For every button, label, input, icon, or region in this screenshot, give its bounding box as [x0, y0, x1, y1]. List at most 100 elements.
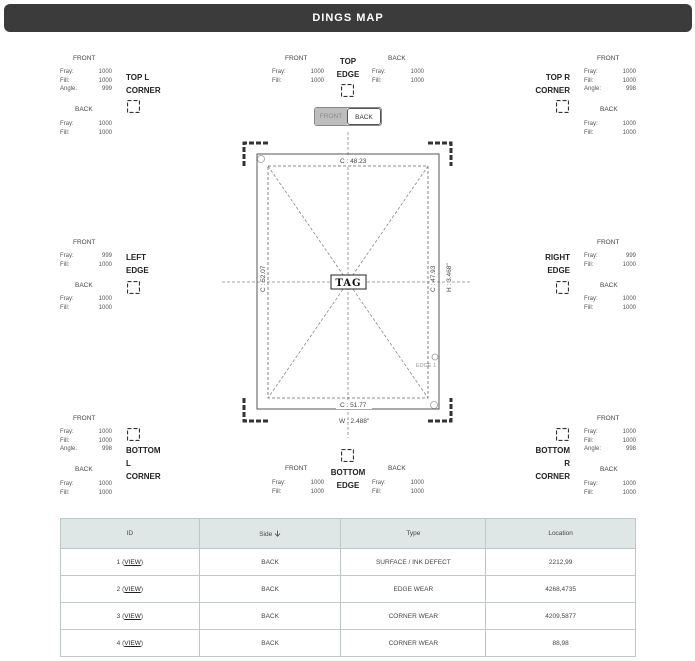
fray-value: 1000	[622, 121, 636, 127]
left-edge-back-stats: Fray:1000 Fill:1000	[60, 295, 112, 312]
fray-label: Fray:	[60, 296, 74, 302]
type-cell: CORNER WEAR	[340, 629, 487, 657]
fill-value: 1000	[622, 437, 636, 444]
ding-marker[interactable]	[257, 155, 265, 163]
type-cell: EDGE WEAR	[340, 575, 487, 603]
fray-label: Fray:	[584, 296, 598, 302]
title-line: TOP L	[126, 73, 150, 82]
fray-label: Fray:	[60, 69, 74, 75]
title-line: R	[564, 459, 570, 468]
fray-label: Fray:	[60, 481, 74, 487]
right-edge-back-label: BACK	[600, 282, 618, 289]
fray-label: Fray:	[584, 481, 598, 487]
toggle-front-option[interactable]: FRONT	[315, 108, 347, 125]
top-l-corner-region-icon[interactable]	[127, 100, 140, 113]
row-id: 1	[116, 558, 121, 566]
side-toggle[interactable]: FRONT BACK	[314, 107, 382, 126]
right-edge-region-icon[interactable]	[556, 281, 569, 294]
top-r-front-label: FRONT	[597, 55, 620, 62]
view-link[interactable]: VIEW	[124, 585, 141, 593]
title-line: EDGE	[336, 70, 360, 79]
bottom-r-corner-region-icon[interactable]	[556, 428, 569, 441]
bottom-l-corner-region-icon[interactable]	[127, 428, 140, 441]
table-row: 2 (VIEW) BACK EDGE WEAR 4268,4735	[60, 575, 636, 603]
right-edge-front-stats: Fray:999 Fill:1000	[584, 252, 636, 269]
top-edge-title: TOP EDGE	[330, 55, 366, 81]
arrow-down-icon[interactable]	[274, 530, 281, 538]
view-link[interactable]: VIEW	[124, 639, 141, 647]
angle-label: Angle:	[60, 446, 78, 452]
angle-value: 998	[625, 86, 636, 92]
top-edge-front-label: FRONT	[285, 55, 308, 62]
left-edge-front-stats: Fray: 999 Fill: 1000	[60, 252, 112, 269]
bottom-edge-region-icon[interactable]	[341, 449, 354, 462]
fill-label: Fill:	[372, 77, 382, 84]
fray-value: 1000	[622, 296, 636, 302]
title-line: TOP R	[545, 73, 570, 82]
top-l-front-stats: Fray:1000 Fill:1000 Angle:999	[60, 68, 112, 94]
fill-value: 1000	[622, 489, 636, 496]
page-title: DINGS MAP	[4, 4, 692, 32]
angle-label: Angle:	[584, 446, 602, 452]
top-l-front-label: FRONT	[73, 55, 96, 62]
left-edge-region-icon[interactable]	[127, 281, 140, 294]
fray-value: 999	[101, 253, 112, 259]
fray-value: 1000	[410, 69, 424, 75]
fray-label: Fray:	[60, 253, 74, 259]
top-edge-region-icon[interactable]	[341, 84, 354, 97]
id-cell: 1 (VIEW)	[60, 548, 200, 576]
view-link[interactable]: VIEW	[124, 612, 141, 620]
fray-label: Fray:	[372, 69, 386, 75]
left-edge-title: LEFT EDGE	[126, 251, 149, 277]
ding-marker[interactable]	[431, 353, 439, 361]
top-r-front-stats: Fray:1000 Fill:1000 Angle:998	[584, 68, 636, 94]
fill-value: 1000	[310, 488, 324, 495]
toggle-back-option[interactable]: BACK	[347, 108, 381, 125]
bottom-r-back-label: BACK	[600, 466, 618, 473]
title-line: EDGE	[126, 266, 149, 275]
dings-table: ID Side Type Location 1 (VIEW) BACK SURF…	[60, 518, 636, 657]
bottom-edge-back-stats: Fray:1000 Fill:1000	[372, 479, 424, 496]
card-height: H : 3.468"	[446, 263, 453, 292]
row-id: 4	[116, 639, 121, 647]
card-width: W : 2.488"	[339, 418, 370, 425]
fill-label: Fill:	[584, 77, 594, 84]
fray-value: 1000	[410, 480, 424, 486]
bottom-l-front-label: FRONT	[73, 415, 96, 422]
angle-label: Angle:	[584, 86, 602, 92]
fill-label: Fill:	[272, 77, 282, 84]
fray-value: 1000	[98, 69, 112, 75]
top-r-back-stats: Fray:1000 Fill:1000	[584, 120, 636, 137]
row-id: 3	[116, 612, 121, 620]
fill-label: Fill:	[584, 489, 594, 496]
corner-bracket-bottom-left	[242, 398, 268, 423]
col-header-side[interactable]: Side	[198, 518, 342, 549]
top-r-corner-region-icon[interactable]	[556, 100, 569, 113]
fill-label: Fill:	[584, 304, 594, 311]
title-line: BOTTOM	[126, 446, 161, 455]
fill-value: 1000	[98, 261, 112, 268]
fill-label: Fill:	[60, 304, 70, 311]
fray-value: 1000	[98, 121, 112, 127]
title-line: TOP	[339, 57, 357, 66]
fill-value: 1000	[622, 261, 636, 268]
col-header-type: Type	[340, 518, 487, 549]
top-l-back-stats: Fray:1000 Fill:1000	[60, 120, 112, 137]
fill-value: 1000	[98, 129, 112, 136]
location-cell: 88,98	[485, 629, 636, 657]
location-cell: 2212,99	[485, 548, 636, 576]
view-link[interactable]: VIEW	[124, 558, 141, 566]
fill-value: 1000	[622, 77, 636, 84]
fill-label: Fill:	[60, 261, 70, 268]
label-bg	[336, 400, 372, 409]
bottom-edge-back-label: BACK	[388, 465, 406, 472]
ding-marker[interactable]	[430, 401, 438, 409]
right-edge-back-stats: Fray:1000 Fill:1000	[584, 295, 636, 312]
fray-label: Fray:	[584, 69, 598, 75]
top-edge-back-label: BACK	[388, 55, 406, 62]
corner-bracket-top-left	[242, 141, 268, 166]
title-line: EDGE	[547, 266, 570, 275]
fill-label: Fill:	[60, 129, 70, 136]
bottom-r-corner-title: BOTTOM R CORNER	[520, 444, 570, 483]
